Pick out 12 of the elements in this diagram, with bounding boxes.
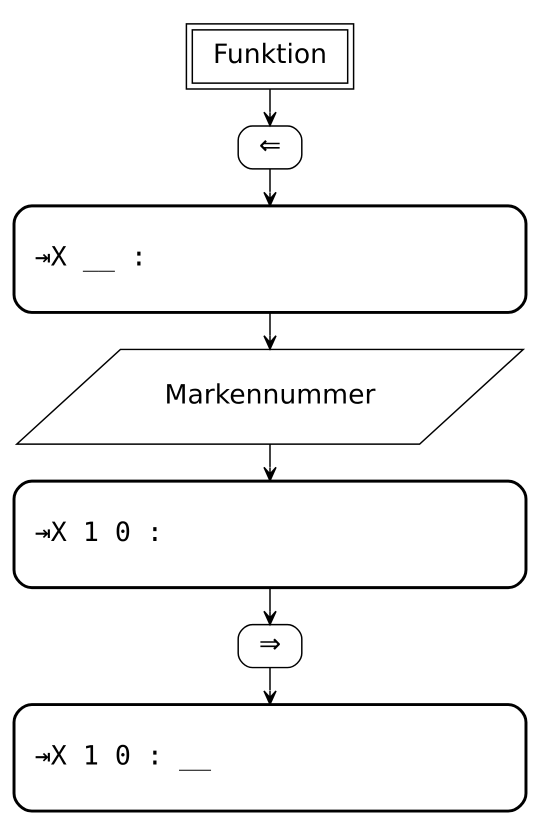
node-box: Funktion: [186, 23, 354, 90]
node-box: ⇥X 1 0 : __: [12, 703, 528, 813]
node-box: ⇐: [237, 125, 303, 170]
arrow: [263, 312, 277, 350]
arrow: [263, 169, 277, 206]
node-box: ⇥X 1 0 :: [12, 480, 528, 590]
arrow: [263, 444, 277, 482]
node-box: ⇥X __ :: [12, 204, 528, 314]
node-box: ⇒: [237, 624, 303, 668]
arrow: [263, 588, 277, 626]
arrow: [263, 89, 277, 126]
arrow: [263, 668, 277, 706]
